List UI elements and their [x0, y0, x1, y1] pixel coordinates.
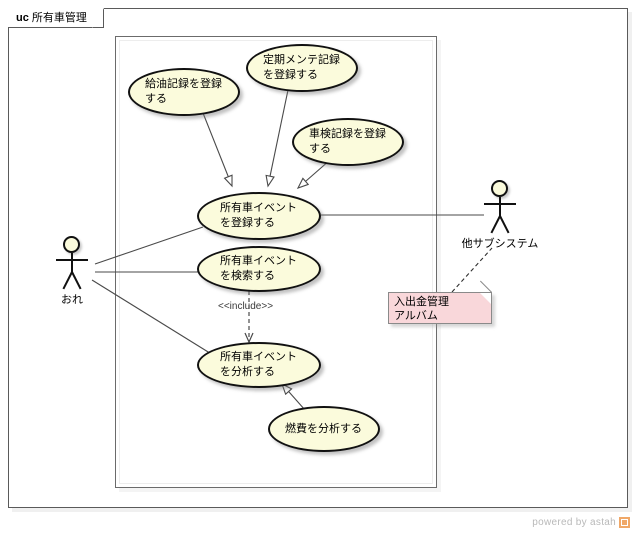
- use-case-analyze-event[interactable]: 所有車イベントを分析する: [197, 342, 321, 388]
- use-case-fuel[interactable]: 給油記録を登録する: [128, 68, 240, 116]
- diagram-frame-tab-notch: [92, 8, 104, 28]
- actor-head-icon: [63, 236, 80, 253]
- note-fold-corner-icon: [480, 293, 491, 304]
- actor-label: おれ: [61, 294, 83, 306]
- include-stereotype-label: <<include>>: [218, 301, 274, 312]
- use-case-label: 所有車イベントを分析する: [220, 351, 297, 378]
- actor-body-icon: [71, 253, 73, 273]
- use-case-label: 燃費を分析する: [285, 422, 362, 435]
- use-case-label: 所有車イベントを登録する: [220, 202, 297, 229]
- use-case-inspection[interactable]: 車検記録を登録する: [292, 118, 404, 166]
- note-line: アルバム: [394, 310, 438, 322]
- diagram-title: 所有車管理: [31, 12, 87, 24]
- use-case-register-event[interactable]: 所有車イベントを登録する: [197, 192, 321, 240]
- use-case-label: 定期メンテ記録を登録する: [263, 54, 340, 81]
- actor-arms-icon: [484, 203, 516, 205]
- diagram-kind-keyword: uc: [16, 12, 29, 24]
- watermark-text: powered by astah: [532, 517, 616, 528]
- use-case-label: 車検記録を登録する: [309, 128, 386, 155]
- actor-body-icon: [499, 197, 501, 217]
- use-case-search-event[interactable]: 所有車イベントを検索する: [197, 246, 321, 292]
- actor-arms-icon: [56, 259, 88, 261]
- astah-logo-icon: [619, 517, 630, 528]
- note-line: 入出金管理: [394, 296, 449, 308]
- use-case-label: 所有車イベントを検索する: [220, 255, 297, 282]
- note-box[interactable]: 入出金管理 アルバム: [388, 280, 492, 324]
- actor-head-icon: [491, 180, 508, 197]
- use-case-analyze-mileage[interactable]: 燃費を分析する: [268, 406, 380, 452]
- actor-label: 他サブシステム: [461, 238, 539, 250]
- use-case-maintenance[interactable]: 定期メンテ記録を登録する: [246, 44, 358, 92]
- use-case-label: 給油記録を登録する: [145, 78, 222, 105]
- astah-watermark: powered by astah: [532, 517, 630, 528]
